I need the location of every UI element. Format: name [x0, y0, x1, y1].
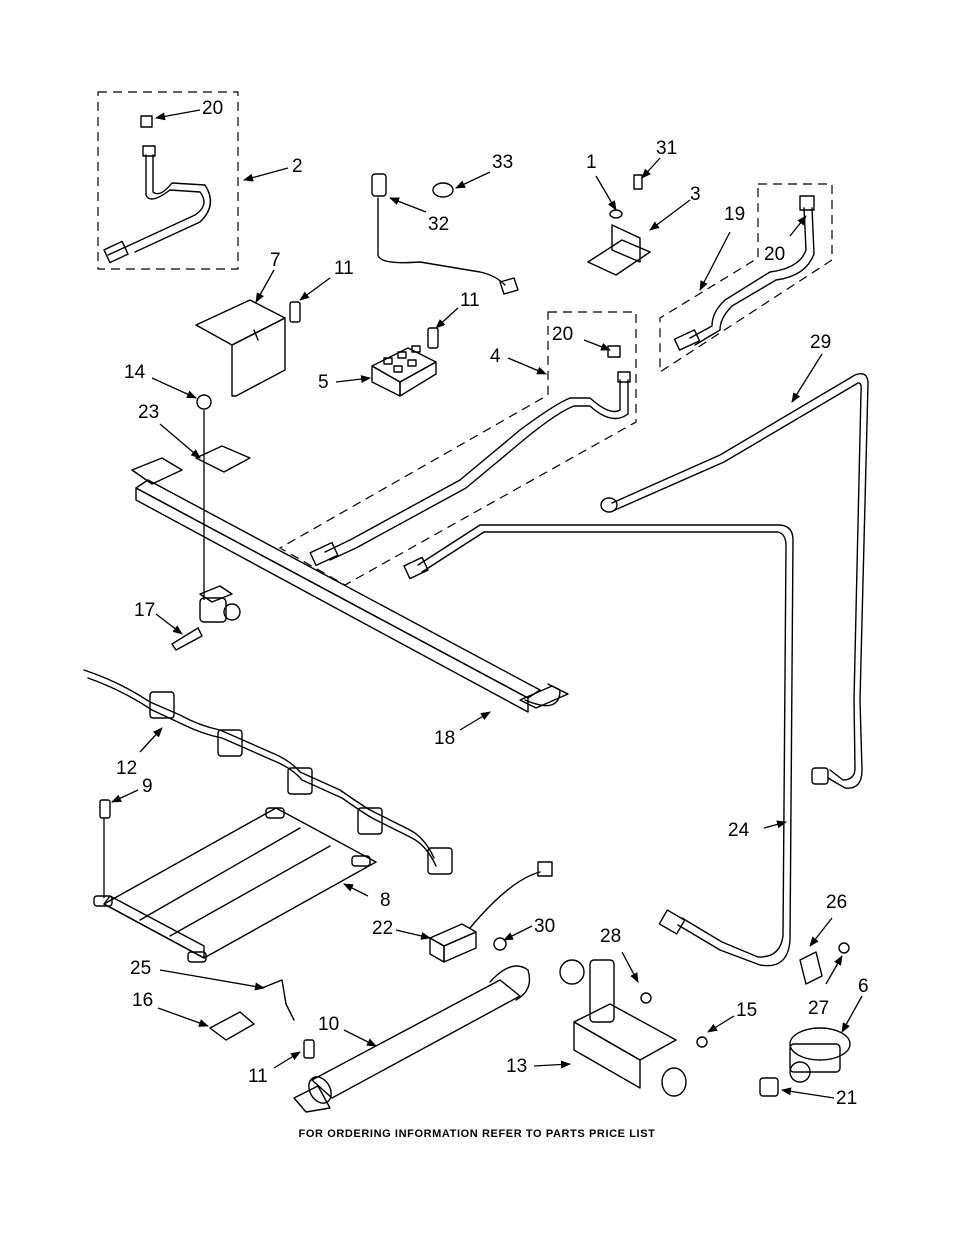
callout-32: 32 — [428, 214, 449, 235]
callout-31: 31 — [656, 138, 677, 159]
callout-24: 25 — [130, 958, 151, 979]
callout-17: 18 — [434, 728, 455, 749]
group-box-19 — [659, 183, 833, 374]
callout-19: 19 — [724, 204, 745, 225]
callout-20-mid: 20 — [552, 324, 573, 345]
part-21-connector — [429, 861, 553, 963]
footer-note: FOR ORDERING INFORMATION REFER TO PARTS … — [298, 1128, 656, 1140]
callout-labels: 20 2 7 11 11 5 33 32 1 31 3 19 20 20 4 2… — [116, 98, 869, 1109]
callout-30: 30 — [534, 916, 555, 937]
callout-18: 16 — [132, 990, 153, 1011]
leader-lines — [111, 109, 863, 1099]
callout-28: 27 — [808, 998, 829, 1019]
part-5-terminal-block — [371, 345, 437, 397]
callout-7: 7 — [270, 250, 281, 271]
callout-8: 8 — [380, 890, 391, 911]
callout-2: 2 — [292, 156, 303, 177]
callout-9: 9 — [142, 776, 153, 797]
callout-1: 1 — [586, 152, 597, 173]
part-12-harness — [83, 669, 453, 875]
part-17-manifold — [131, 394, 569, 713]
callout-13: 13 — [506, 1056, 527, 1077]
part-24-clip — [261, 979, 295, 1021]
callout-12: 12 — [116, 758, 137, 779]
part-2-tube — [103, 115, 212, 264]
part-15-valve — [171, 585, 241, 651]
part-7-bracket — [195, 299, 286, 397]
callout-20-top: 20 — [202, 98, 223, 119]
callout-29: 29 — [810, 332, 831, 353]
part-19-tube — [673, 195, 815, 351]
callout-15: 17 — [134, 600, 155, 621]
callout-22: 23 — [138, 402, 159, 423]
callout-11-c: 11 — [248, 1066, 268, 1087]
part-8-shield — [93, 807, 377, 963]
callout-27: 28 — [600, 926, 621, 947]
callout-4: 4 — [490, 346, 501, 367]
part-26-fitting — [759, 1077, 779, 1097]
part-13-regulator — [559, 959, 708, 1097]
screw-icons — [99, 301, 439, 1059]
part-4-tube — [309, 345, 631, 567]
callout-33: 33 — [492, 152, 513, 173]
part-29-tube — [600, 372, 869, 789]
callout-10: 10 — [318, 1014, 339, 1035]
callout-20-right: 20 — [764, 244, 785, 265]
callout-21: 22 — [372, 918, 393, 939]
callout-26: 21 — [836, 1088, 857, 1109]
group-box-4 — [278, 311, 637, 586]
callout-16: 14 — [124, 362, 146, 383]
part-6-valve — [789, 1027, 851, 1083]
callout-11-a: 11 — [334, 258, 354, 279]
callout-23: 24 — [728, 820, 750, 841]
part-3-bracket — [587, 174, 651, 276]
group-box-2 — [97, 91, 239, 270]
part-18-clip — [209, 1011, 255, 1041]
part-10-burner — [293, 965, 531, 1113]
callout-25: 26 — [826, 892, 847, 913]
part-25-clip — [799, 942, 850, 985]
callout-3: 3 — [690, 184, 701, 205]
callout-11-b: 11 — [460, 290, 480, 311]
callout-6: 6 — [858, 976, 869, 997]
callout-14: 15 — [736, 1000, 757, 1021]
part-32-sensor — [371, 173, 519, 295]
callout-5: 5 — [318, 372, 329, 393]
part-23-tube — [403, 524, 794, 967]
